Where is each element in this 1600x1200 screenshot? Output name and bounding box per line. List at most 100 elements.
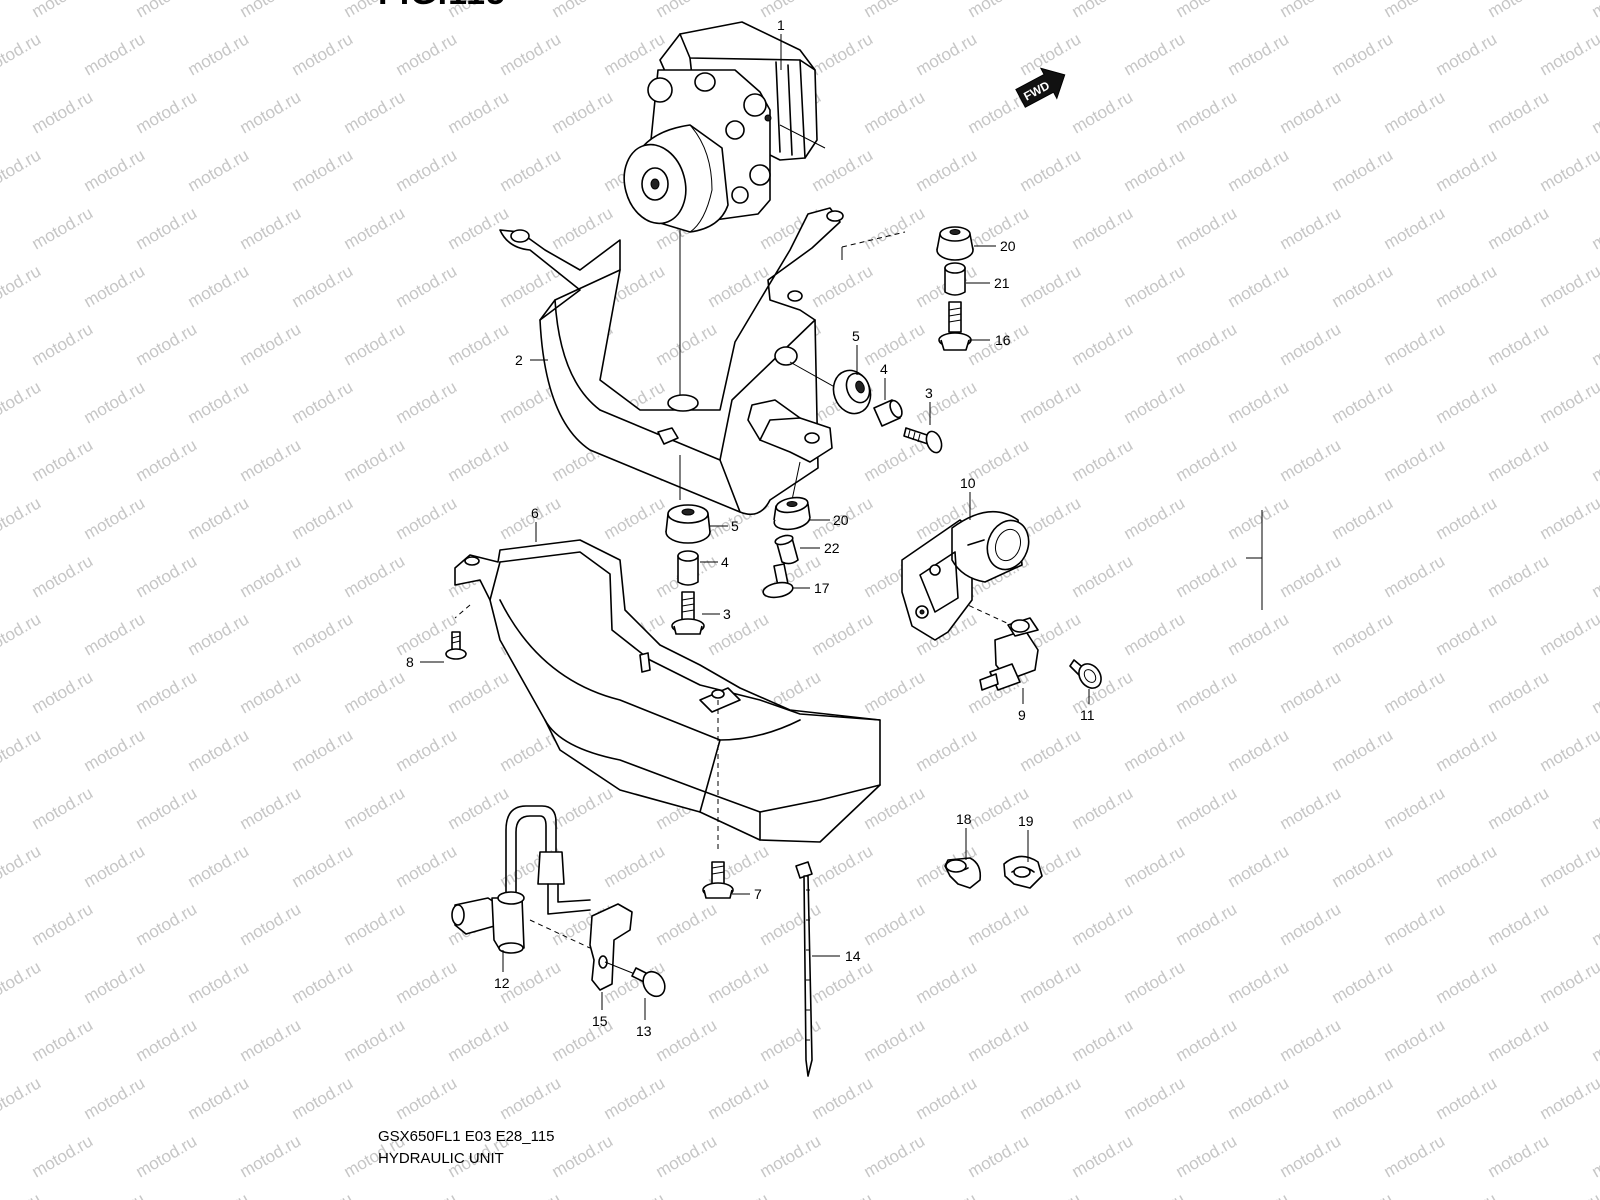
watermark-text: motod.ru: [237, 87, 305, 137]
watermark-text: motod.ru: [81, 725, 149, 775]
watermark-text: motod.ru: [809, 1189, 877, 1200]
watermark-text: motod.ru: [1277, 203, 1345, 253]
watermark-text: motod.ru: [1589, 899, 1600, 949]
watermark-text: motod.ru: [133, 203, 201, 253]
watermark-text: motod.ru: [861, 0, 929, 21]
watermark-text: motod.ru: [29, 0, 97, 21]
watermark-text: motod.ru: [705, 609, 773, 659]
watermark-text: motod.ru: [1277, 667, 1345, 717]
watermark-text: motod.ru: [705, 957, 773, 1007]
watermark-text: motod.ru: [341, 783, 409, 833]
watermark-text: motod.ru: [237, 203, 305, 253]
watermark-text: motod.ru: [1017, 145, 1085, 195]
watermark-text: motod.ru: [185, 609, 253, 659]
watermark-text: motod.ru: [653, 1131, 721, 1181]
watermark-text: motod.ru: [1277, 0, 1345, 21]
callout-20-upper: 20: [1000, 238, 1016, 254]
watermark-text: motod.ru: [1173, 203, 1241, 253]
part-6-lower-tray: [454, 539, 881, 843]
watermark-text: motod.ru: [757, 1015, 825, 1065]
watermark-text: motod.ru: [1537, 377, 1600, 427]
callout-11: 11: [1080, 707, 1095, 723]
watermark-text: motod.ru: [1537, 841, 1600, 891]
watermark-text: motod.ru: [1225, 29, 1293, 79]
watermark-text: motod.ru: [133, 551, 201, 601]
watermark-text: motod.ru: [809, 145, 877, 195]
watermark-text: motod.ru: [237, 551, 305, 601]
watermark-text: motod.ru: [1485, 551, 1553, 601]
watermark-text: motod.ru: [341, 551, 409, 601]
part-8-screw: [445, 631, 467, 660]
watermark-text: motod.ru: [341, 667, 409, 717]
callout-13: 13: [636, 1023, 652, 1039]
watermark-text: motod.ru: [237, 1015, 305, 1065]
watermark-text: motod.ru: [341, 899, 409, 949]
watermark-text: motod.ru: [237, 319, 305, 369]
watermark-text: motod.ru: [1173, 667, 1241, 717]
part-14-cable-tie: [795, 861, 813, 1077]
watermark-text: motod.ru: [393, 493, 461, 543]
watermark-text: motod.ru: [1589, 667, 1600, 717]
watermark-text: motod.ru: [29, 319, 97, 369]
watermark-text: motod.ru: [1433, 1189, 1501, 1200]
watermark-text: motod.ru: [0, 29, 44, 79]
watermark-text: motod.ru: [809, 261, 877, 311]
figure-title: FIG.115: [378, 0, 506, 13]
watermark-text: motod.ru: [185, 725, 253, 775]
watermark-text: motod.ru: [81, 377, 149, 427]
watermark-text: motod.ru: [1173, 1015, 1241, 1065]
watermark-text: motod.ru: [341, 435, 409, 485]
callout-18: 18: [956, 811, 972, 827]
watermark-text: motod.ru: [1589, 1015, 1600, 1065]
part-11-bolt: [1069, 659, 1102, 689]
watermark-text: motod.ru: [445, 783, 513, 833]
watermark-text: motod.ru: [1537, 261, 1600, 311]
watermark-text: motod.ru: [1433, 261, 1501, 311]
watermark-text: motod.ru: [1537, 29, 1600, 79]
watermark-text: motod.ru: [81, 841, 149, 891]
watermark-text: motod.ru: [1381, 203, 1449, 253]
watermark-text: motod.ru: [1225, 261, 1293, 311]
callout-4-lower: 4: [721, 554, 729, 570]
watermark-text: motod.ru: [1277, 1131, 1345, 1181]
watermark-text: motod.ru: [1485, 87, 1553, 137]
watermark-text: motod.ru: [1173, 0, 1241, 21]
watermark-text: motod.ru: [133, 667, 201, 717]
callout-numbers: 1 2 3 3 4 4 5 5 6 7 8 9 10 11 12 13 14 1…: [406, 17, 1095, 1039]
callout-5-lower: 5: [731, 518, 739, 534]
watermark-text: motod.ru: [549, 87, 617, 137]
part-3-bolt-side: [903, 427, 943, 454]
watermark-text: motod.ru: [861, 667, 929, 717]
watermark-text: motod.ru: [1069, 1015, 1137, 1065]
watermark-text: motod.ru: [1069, 899, 1137, 949]
watermark-text: motod.ru: [1173, 783, 1241, 833]
watermark-text: motod.ru: [913, 29, 981, 79]
watermark-text: motod.ru: [29, 899, 97, 949]
watermark-text: motod.ru: [1381, 1015, 1449, 1065]
watermark-text: motod.ru: [1485, 1131, 1553, 1181]
watermark-text: motod.ru: [497, 1189, 565, 1200]
watermark-text: motod.ru: [237, 899, 305, 949]
watermark-text: motod.ru: [185, 841, 253, 891]
callout-12: 12: [494, 975, 510, 991]
watermark-text: motod.ru: [549, 1131, 617, 1181]
watermark-text: motod.ru: [289, 725, 357, 775]
watermark-text: motod.ru: [1277, 783, 1345, 833]
watermark-text: motod.ru: [601, 1073, 669, 1123]
watermark-text: motod.ru: [1173, 319, 1241, 369]
callout-1: 1: [777, 17, 785, 33]
watermark-text: motod.ru: [1537, 145, 1600, 195]
watermark-text: motod.ru: [133, 87, 201, 137]
watermark-text: motod.ru: [289, 1073, 357, 1123]
callout-15: 15: [592, 1013, 608, 1029]
watermark-text: motod.ru: [1433, 377, 1501, 427]
watermark-text: motod.ru: [81, 1189, 149, 1200]
watermark-text: motod.ru: [445, 1015, 513, 1065]
watermark-text: motod.ru: [0, 377, 44, 427]
watermark-text: motod.ru: [601, 493, 669, 543]
part-21-collar-upper: [944, 262, 966, 296]
watermark-text: motod.ru: [133, 319, 201, 369]
watermark-text: motod.ru: [497, 1073, 565, 1123]
part-13-bolt: [631, 967, 666, 998]
